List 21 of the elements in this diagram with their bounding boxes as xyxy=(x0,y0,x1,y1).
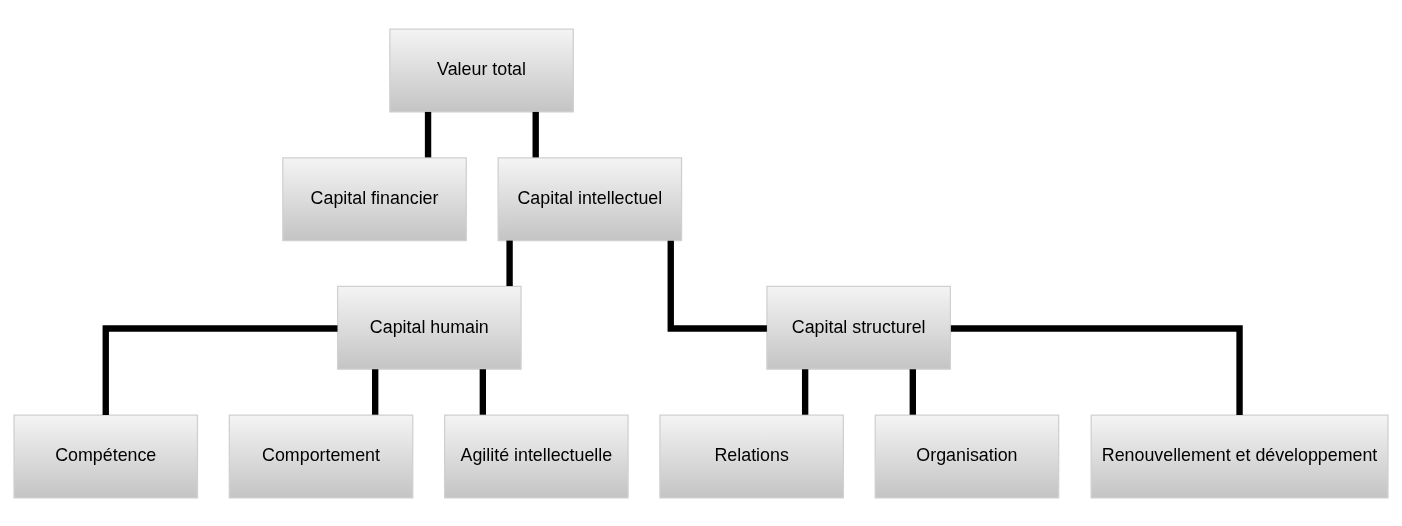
node-box: Organisation xyxy=(874,413,1060,499)
connector xyxy=(479,368,487,415)
connector xyxy=(909,368,916,415)
node-box: Agilité intellectuelle xyxy=(444,413,629,499)
node-box: Valeur total xyxy=(389,27,574,113)
connector xyxy=(424,111,432,157)
node-box: Capital financier xyxy=(282,156,467,241)
connector xyxy=(667,240,767,332)
node-box: Capital humain xyxy=(336,285,522,370)
node-box: Renouvellement et développement xyxy=(1090,413,1389,499)
connector xyxy=(102,324,338,415)
node-box: Compétence xyxy=(13,413,199,499)
connector xyxy=(950,324,1243,415)
connector xyxy=(801,368,809,415)
connector xyxy=(372,368,379,415)
connector xyxy=(506,240,513,286)
connector xyxy=(532,111,539,157)
node-box: Capital structurel xyxy=(766,285,951,370)
node-box: Comportement xyxy=(228,413,414,499)
node-box: Capital intellectuel xyxy=(497,156,683,241)
node-box: Relations xyxy=(659,413,844,499)
